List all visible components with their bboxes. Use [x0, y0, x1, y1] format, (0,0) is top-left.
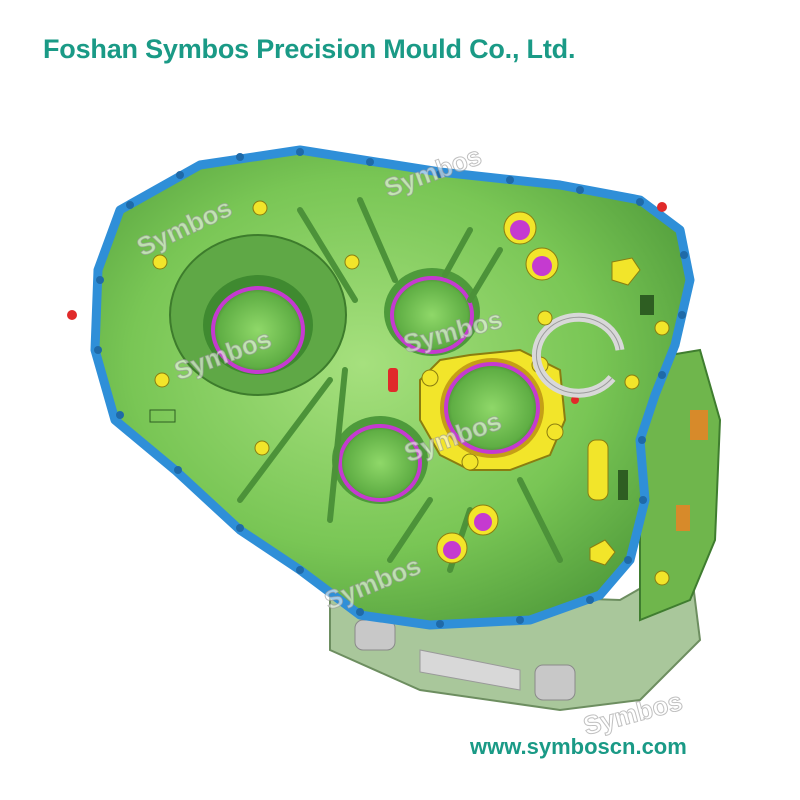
grey-snap-ring	[531, 312, 625, 398]
bore-left	[169, 234, 347, 396]
bore-lower-middle	[332, 416, 428, 504]
flange-bolt-holes	[94, 148, 688, 628]
flange-outline	[90, 145, 695, 630]
red-markers	[67, 202, 667, 404]
misc-details	[149, 295, 654, 500]
magenta-inserts	[436, 211, 559, 564]
company-name-heading: Foshan Symbos Precision Mould Co., Ltd.	[43, 34, 576, 64]
website-url: www.symboscn.com	[470, 734, 687, 759]
bore-top-middle	[384, 268, 480, 356]
yellow-bolt-inserts	[152, 200, 670, 586]
side-extension	[639, 348, 722, 622]
center-bore-yellow-flange	[419, 348, 567, 471]
